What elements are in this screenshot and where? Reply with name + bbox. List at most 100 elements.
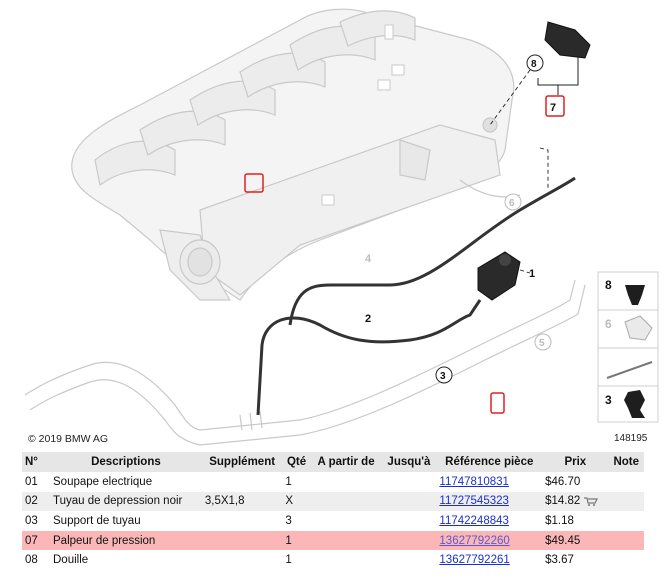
row-qty: 1: [285, 554, 292, 567]
legend-panel: 8 6 3: [597, 271, 659, 423]
callout-circle-3: [435, 366, 453, 384]
leader-lines: [489, 69, 549, 274]
callout-bracket-7: [537, 55, 579, 95]
diagram-id: 148195: [614, 433, 648, 444]
pipe-drawing: [24, 279, 586, 446]
callout-2: 2: [365, 313, 371, 325]
row-supp: [202, 511, 283, 531]
marker-callout-7[interactable]: [545, 95, 565, 117]
row-price: $49.45: [542, 530, 609, 551]
grommet-icon: [625, 285, 645, 305]
table-row[interactable]: 01 Soupape electrique 1 11747810831 $46.…: [22, 472, 644, 492]
row-desc: Palpeur de pression: [50, 530, 202, 551]
callout-circle-8: [526, 54, 544, 72]
header-qty: Qté: [282, 452, 311, 472]
legend-callout-3: 3: [605, 393, 612, 407]
row-no: 02: [22, 491, 50, 512]
vacuum-hoses: [256, 176, 576, 416]
row-no: 03: [25, 514, 38, 527]
row-from: [310, 530, 382, 551]
row-note: [609, 550, 644, 570]
row-to: [381, 550, 436, 570]
row-from: [311, 472, 382, 492]
marker-hotspot[interactable]: [244, 173, 264, 193]
row-qty: X: [282, 491, 311, 512]
cable-tie-icon: [606, 361, 653, 379]
row-qty: 1: [282, 530, 311, 551]
marker-hotspot-2[interactable]: [490, 392, 505, 414]
parts-diagram: 1 2 4 7 3 5 6 8 8 6 3: [24, 8, 659, 446]
row-note: [609, 472, 644, 492]
part-number-link[interactable]: 11747810831: [439, 475, 509, 488]
row-ref: 11742248843: [436, 511, 542, 531]
row-qty: 3: [285, 514, 292, 527]
callout-7: 7: [550, 102, 556, 114]
header-no: N°: [22, 452, 50, 472]
row-supp: [202, 472, 283, 492]
intake-manifold-drawing: [71, 8, 521, 301]
row-price: $3.67: [545, 554, 574, 567]
header-desc: Descriptions: [50, 452, 202, 472]
row-to: [381, 530, 437, 551]
solenoid-valve-drawing: [477, 251, 521, 301]
row-ref: 13627792261: [436, 550, 542, 570]
row-supp: 3,5X1,8: [201, 491, 283, 512]
red-markers: [244, 95, 565, 414]
row-note: [608, 530, 644, 551]
part-number-link[interactable]: 11727545323: [439, 495, 509, 508]
table-row-highlighted[interactable]: 07 Palpeur de pression 1 13627792260 $49…: [22, 530, 644, 551]
callout-4: 4: [365, 253, 372, 265]
pressure-sensor-drawing: [544, 21, 591, 59]
row-from: [310, 491, 382, 512]
row-qty: 1: [285, 475, 292, 488]
row-note: [609, 511, 644, 531]
row-ref: 13627792260: [436, 530, 543, 551]
header-price: Prix: [542, 452, 609, 472]
row-no: 01: [25, 475, 38, 488]
parts-table: N° Descriptions Supplément Qté A partir …: [22, 452, 644, 570]
part-number-link[interactable]: 13627792261: [439, 554, 510, 567]
header-from: A partir de: [310, 452, 382, 472]
clip-icon: [624, 315, 653, 341]
table-row[interactable]: 08 Douille 1 13627792261 $3.67: [22, 550, 644, 570]
row-note: [608, 491, 644, 512]
table-header-row: N° Descriptions Supplément Qté A partir …: [22, 452, 644, 472]
table-row[interactable]: 03 Support de tuyau 3 11742248843 $1.18: [22, 511, 644, 531]
row-supp: [202, 550, 283, 570]
row-supp: [201, 530, 283, 551]
callout-5: 5: [539, 338, 545, 349]
row-price: $46.70: [545, 475, 581, 488]
callout-circle-6: [504, 193, 522, 211]
row-price: $1.18: [545, 514, 574, 527]
row-price: $14.82: [542, 491, 609, 512]
row-from: [311, 511, 382, 531]
row-desc: Tuyau de depression noir: [50, 491, 202, 512]
row-no: 08: [25, 554, 38, 567]
price-value: $14.82: [545, 495, 581, 508]
part-number-link[interactable]: 13627792260: [439, 534, 510, 547]
row-ref: 11747810831: [436, 472, 542, 492]
callout-3: 3: [440, 371, 446, 382]
legend-callout-8: 8: [605, 278, 612, 292]
cart-icon[interactable]: [584, 497, 599, 506]
header-ref: Référence pièce: [436, 452, 543, 472]
callout-1: 1: [529, 268, 535, 280]
row-to: [381, 472, 436, 492]
row-desc: Soupape electrique: [53, 475, 153, 488]
hose-support-icon: [624, 390, 645, 418]
row-desc: Douille: [53, 554, 89, 567]
callout-6: 6: [509, 198, 515, 209]
part-number-link[interactable]: 11742248843: [439, 514, 509, 527]
callout-circle-5: [534, 333, 552, 351]
callout-8: 8: [531, 59, 537, 70]
copyright-text: © 2019 BMW AG: [28, 433, 109, 445]
row-ref: 11727545323: [436, 491, 543, 512]
legend-callout-6: 6: [605, 317, 612, 331]
row-desc: Support de tuyau: [53, 514, 141, 527]
row-no: 07: [22, 530, 50, 551]
header-note: Note: [608, 452, 644, 472]
table-row[interactable]: 02 Tuyau de depression noir 3,5X1,8 X 11…: [22, 491, 644, 512]
row-from: [311, 550, 382, 570]
row-to: [381, 511, 436, 531]
header-supp: Supplément: [201, 452, 283, 472]
